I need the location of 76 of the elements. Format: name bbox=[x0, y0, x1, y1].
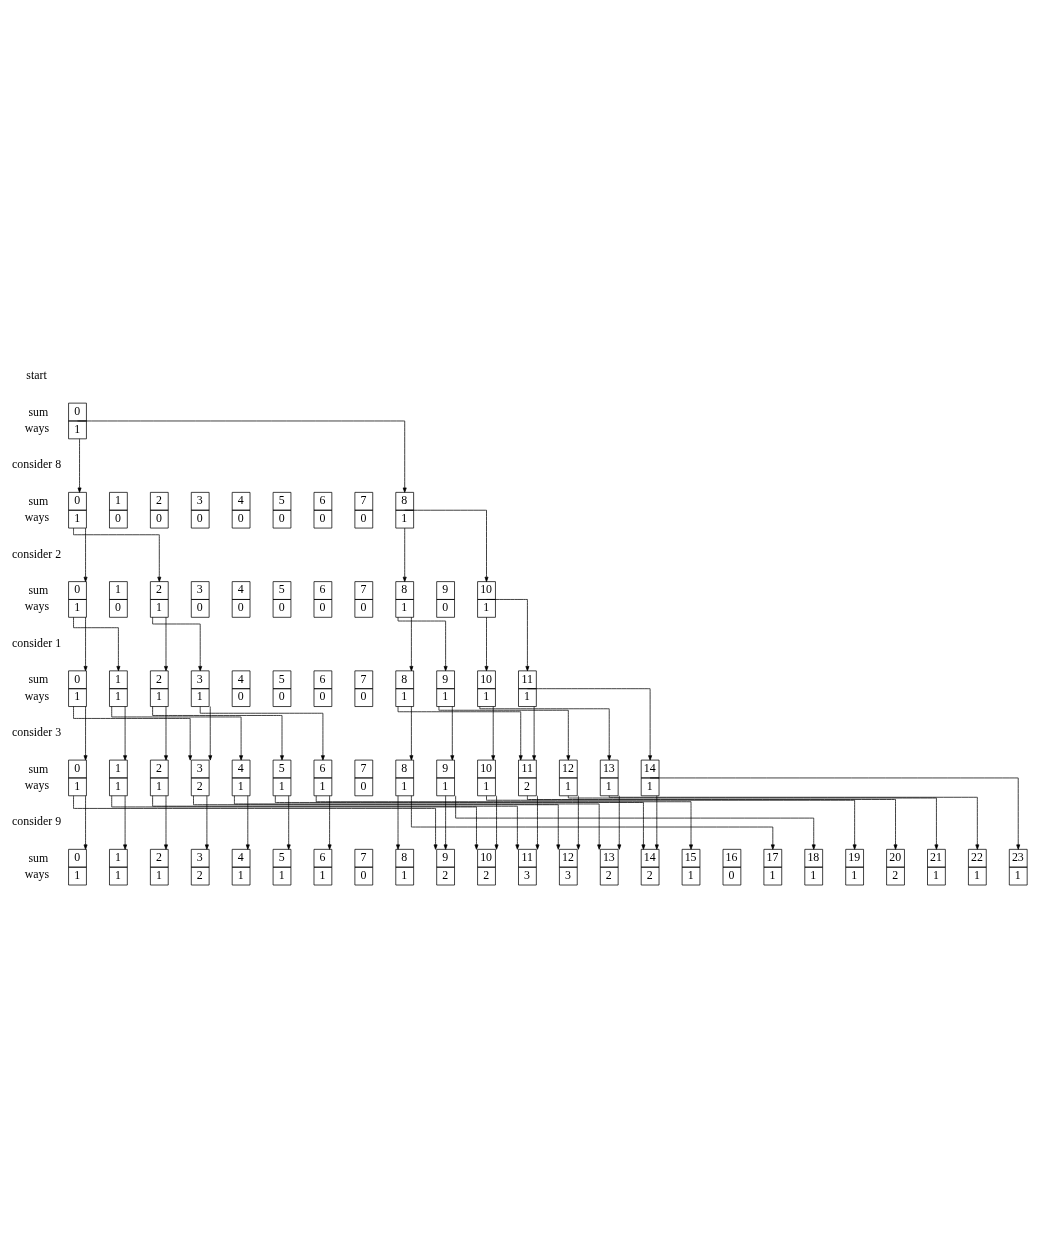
arrow bbox=[83, 616, 88, 672]
arrow bbox=[450, 706, 455, 761]
arrow bbox=[617, 795, 622, 850]
label: start bbox=[26, 368, 47, 383]
arrow bbox=[397, 616, 448, 672]
arrow bbox=[527, 795, 898, 850]
arrow bbox=[234, 795, 602, 850]
arrow bbox=[479, 706, 612, 761]
arrow bbox=[123, 795, 128, 850]
label: ways bbox=[24, 510, 50, 525]
arrow bbox=[491, 706, 496, 761]
arrow bbox=[83, 795, 88, 850]
arrow bbox=[164, 706, 168, 761]
arrow bbox=[274, 795, 646, 850]
arrow bbox=[567, 795, 939, 850]
arrow bbox=[327, 795, 332, 850]
arrow bbox=[73, 795, 438, 850]
label: ways bbox=[24, 688, 50, 703]
arrow bbox=[77, 438, 82, 493]
arrow bbox=[608, 795, 980, 850]
arrow bbox=[494, 795, 499, 850]
label: sum bbox=[28, 493, 49, 508]
arrow bbox=[315, 795, 693, 850]
label: ways bbox=[24, 867, 50, 882]
arrow bbox=[654, 795, 659, 850]
arrow bbox=[204, 795, 209, 850]
arrow bbox=[649, 777, 1021, 850]
arrow bbox=[152, 616, 203, 672]
arrow bbox=[111, 706, 244, 761]
arrow bbox=[83, 527, 88, 582]
arrow bbox=[409, 706, 414, 761]
arrow bbox=[245, 795, 250, 850]
arrow bbox=[83, 706, 88, 761]
arrow bbox=[199, 706, 325, 761]
arrow bbox=[438, 706, 571, 761]
label: ways bbox=[24, 599, 50, 614]
arrow bbox=[164, 616, 168, 672]
arrow bbox=[486, 795, 857, 850]
arrow bbox=[73, 527, 162, 582]
arrow bbox=[73, 616, 121, 672]
arrow bbox=[73, 706, 193, 761]
arrow bbox=[402, 527, 407, 582]
arrow bbox=[527, 688, 653, 761]
arrow bbox=[208, 706, 213, 761]
arrow bbox=[286, 795, 291, 850]
label: ways bbox=[24, 777, 50, 792]
label: sum bbox=[28, 850, 49, 865]
label: consider 1 bbox=[12, 635, 62, 650]
arrow bbox=[535, 795, 540, 850]
arrow bbox=[193, 795, 561, 850]
arrow bbox=[486, 599, 530, 672]
label: sum bbox=[28, 583, 49, 598]
arrow bbox=[397, 706, 523, 761]
arrow bbox=[455, 795, 816, 850]
arrow bbox=[532, 706, 537, 761]
arrow bbox=[152, 706, 284, 761]
arrow bbox=[484, 616, 489, 672]
label: sum bbox=[28, 761, 49, 776]
arrow bbox=[411, 795, 775, 850]
label: sum bbox=[28, 404, 49, 419]
arrow bbox=[443, 795, 448, 850]
arrow bbox=[77, 420, 407, 493]
arrow bbox=[111, 795, 479, 850]
arrow bbox=[396, 795, 400, 850]
label: sum bbox=[28, 672, 49, 687]
arrow bbox=[404, 509, 489, 582]
arrow bbox=[123, 706, 128, 761]
label: consider 9 bbox=[12, 814, 62, 829]
label: consider 2 bbox=[12, 546, 62, 561]
label: ways bbox=[24, 420, 50, 435]
arrow bbox=[164, 795, 168, 850]
arrow bbox=[576, 795, 581, 850]
label: consider 3 bbox=[12, 725, 62, 740]
label: consider 8 bbox=[12, 457, 62, 472]
arrow bbox=[152, 795, 520, 850]
arrow bbox=[409, 616, 414, 672]
